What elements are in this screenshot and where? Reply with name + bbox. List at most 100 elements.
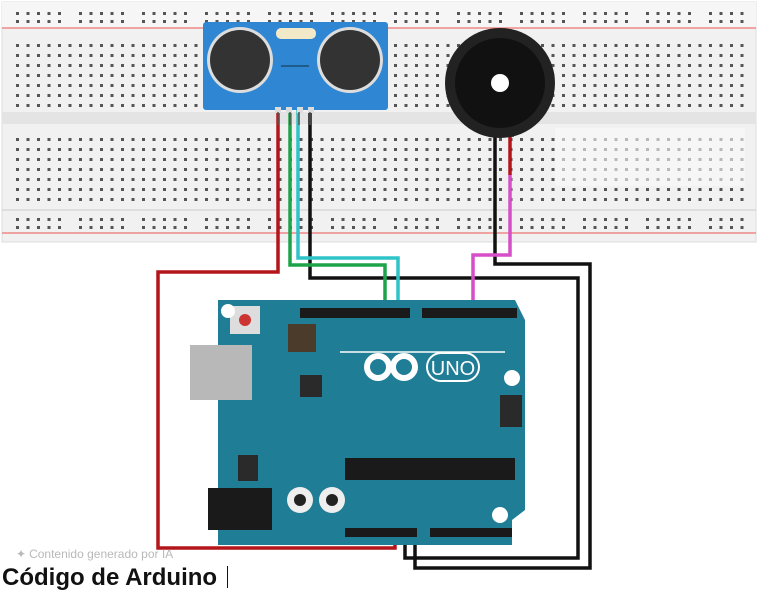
- breadboard-hole: [541, 218, 544, 221]
- breadboard-hole: [121, 198, 124, 201]
- breadboard-hole: [394, 54, 397, 57]
- breadboard-hole: [583, 226, 586, 229]
- breadboard-hole: [131, 104, 135, 107]
- breadboard-hole: [604, 54, 607, 57]
- breadboard-hole: [79, 12, 82, 15]
- breadboard-hole: [47, 218, 51, 221]
- breadboard-hole: [688, 198, 691, 201]
- breadboard-hole: [740, 94, 744, 97]
- breadboard-hole: [142, 148, 145, 151]
- breadboard-hole: [656, 218, 660, 221]
- breadboard-hole: [37, 64, 40, 67]
- breadboard-hole: [268, 168, 271, 171]
- breadboard-hole: [541, 12, 544, 15]
- breadboard-hole: [362, 218, 366, 221]
- power-header: [345, 528, 417, 537]
- breadboard-hole: [236, 168, 240, 171]
- breadboard-hole: [257, 178, 261, 181]
- breadboard-hole: [446, 178, 450, 181]
- breadboard-hole: [604, 104, 607, 107]
- digital-header-2: [422, 308, 517, 318]
- breadboard-hole: [68, 188, 72, 191]
- breadboard-hole: [646, 74, 649, 77]
- breadboard-hole: [709, 226, 712, 229]
- breadboard-hole: [373, 158, 376, 161]
- breadboard-hole: [184, 178, 187, 181]
- breadboard-hole: [100, 198, 103, 201]
- breadboard-hole: [121, 138, 124, 141]
- breadboard-hole: [530, 226, 534, 229]
- breadboard-hole: [110, 158, 114, 161]
- breadboard-hole: [205, 178, 208, 181]
- breadboard-hole: [47, 188, 51, 191]
- breadboard-hole: [142, 158, 145, 161]
- breadboard-hole: [110, 64, 114, 67]
- breadboard-hole: [457, 226, 460, 229]
- breadboard-hole: [698, 64, 702, 67]
- breadboard-hole: [226, 148, 229, 151]
- breadboard-hole: [163, 178, 166, 181]
- breadboard-hole: [404, 148, 408, 151]
- breadboard-hole: [163, 218, 166, 221]
- breadboard-hole: [79, 188, 82, 191]
- breadboard-hole: [16, 138, 19, 141]
- breadboard-hole: [152, 148, 156, 151]
- breadboard-hole: [89, 104, 93, 107]
- breadboard-hole: [79, 158, 82, 161]
- breadboard-hole: [152, 158, 156, 161]
- breadboard-hole: [100, 148, 103, 151]
- breadboard-hole: [625, 44, 628, 47]
- breadboard-hole: [656, 198, 660, 201]
- breadboard-hole: [215, 178, 219, 181]
- breadboard-hole: [299, 226, 303, 229]
- breadboard-hole: [79, 218, 82, 221]
- breadboard-hole: [320, 138, 324, 141]
- breadboard-hole: [89, 64, 93, 67]
- breadboard-hole: [110, 94, 114, 97]
- breadboard-hole: [247, 20, 250, 23]
- breadboard-hole: [677, 198, 681, 201]
- breadboard-hole: [236, 218, 240, 221]
- breadboard-hole: [730, 12, 733, 15]
- breadboard-hole: [583, 74, 586, 77]
- breadboard-hole: [142, 54, 145, 57]
- breadboard-hole: [667, 20, 670, 23]
- breadboard-hole: [352, 12, 355, 15]
- breadboard-hole: [257, 198, 261, 201]
- breadboard-hole: [635, 64, 639, 67]
- breadboard-hole: [404, 226, 408, 229]
- breadboard-hole: [478, 226, 481, 229]
- usb-port: [190, 345, 252, 400]
- breadboard-hole: [373, 148, 376, 151]
- breadboard-hole: [688, 94, 691, 97]
- breadboard-hole: [520, 20, 523, 23]
- breadboard-hole: [478, 218, 481, 221]
- breadboard-hole: [152, 54, 156, 57]
- breadboard-hole: [226, 138, 229, 141]
- breadboard-hole: [100, 218, 103, 221]
- breadboard-hole: [58, 44, 61, 47]
- breadboard-hole: [215, 158, 219, 161]
- arduino-uno-board: UNO: [190, 300, 525, 545]
- breadboard-hole: [551, 178, 555, 181]
- breadboard-hole: [68, 54, 72, 57]
- breadboard-hole: [698, 198, 702, 201]
- breadboard-hole: [646, 84, 649, 87]
- breadboard-hole: [415, 148, 418, 151]
- breadboard-hole: [100, 54, 103, 57]
- breadboard-hole: [572, 94, 576, 97]
- breadboard-hole: [310, 12, 313, 15]
- breadboard-hole: [68, 168, 72, 171]
- breadboard-hole: [278, 198, 282, 201]
- breadboard-hole: [688, 74, 691, 77]
- breadboard-hole: [667, 94, 670, 97]
- breadboard-hole: [100, 158, 103, 161]
- breadboard-hole: [562, 84, 565, 87]
- breadboard-hole: [16, 226, 19, 229]
- breadboard-hole: [593, 188, 597, 191]
- breadboard-hole: [184, 94, 187, 97]
- breadboard-hole: [446, 168, 450, 171]
- breadboard-hole: [604, 84, 607, 87]
- breadboard-hole: [299, 168, 303, 171]
- breadboard-hole: [446, 158, 450, 161]
